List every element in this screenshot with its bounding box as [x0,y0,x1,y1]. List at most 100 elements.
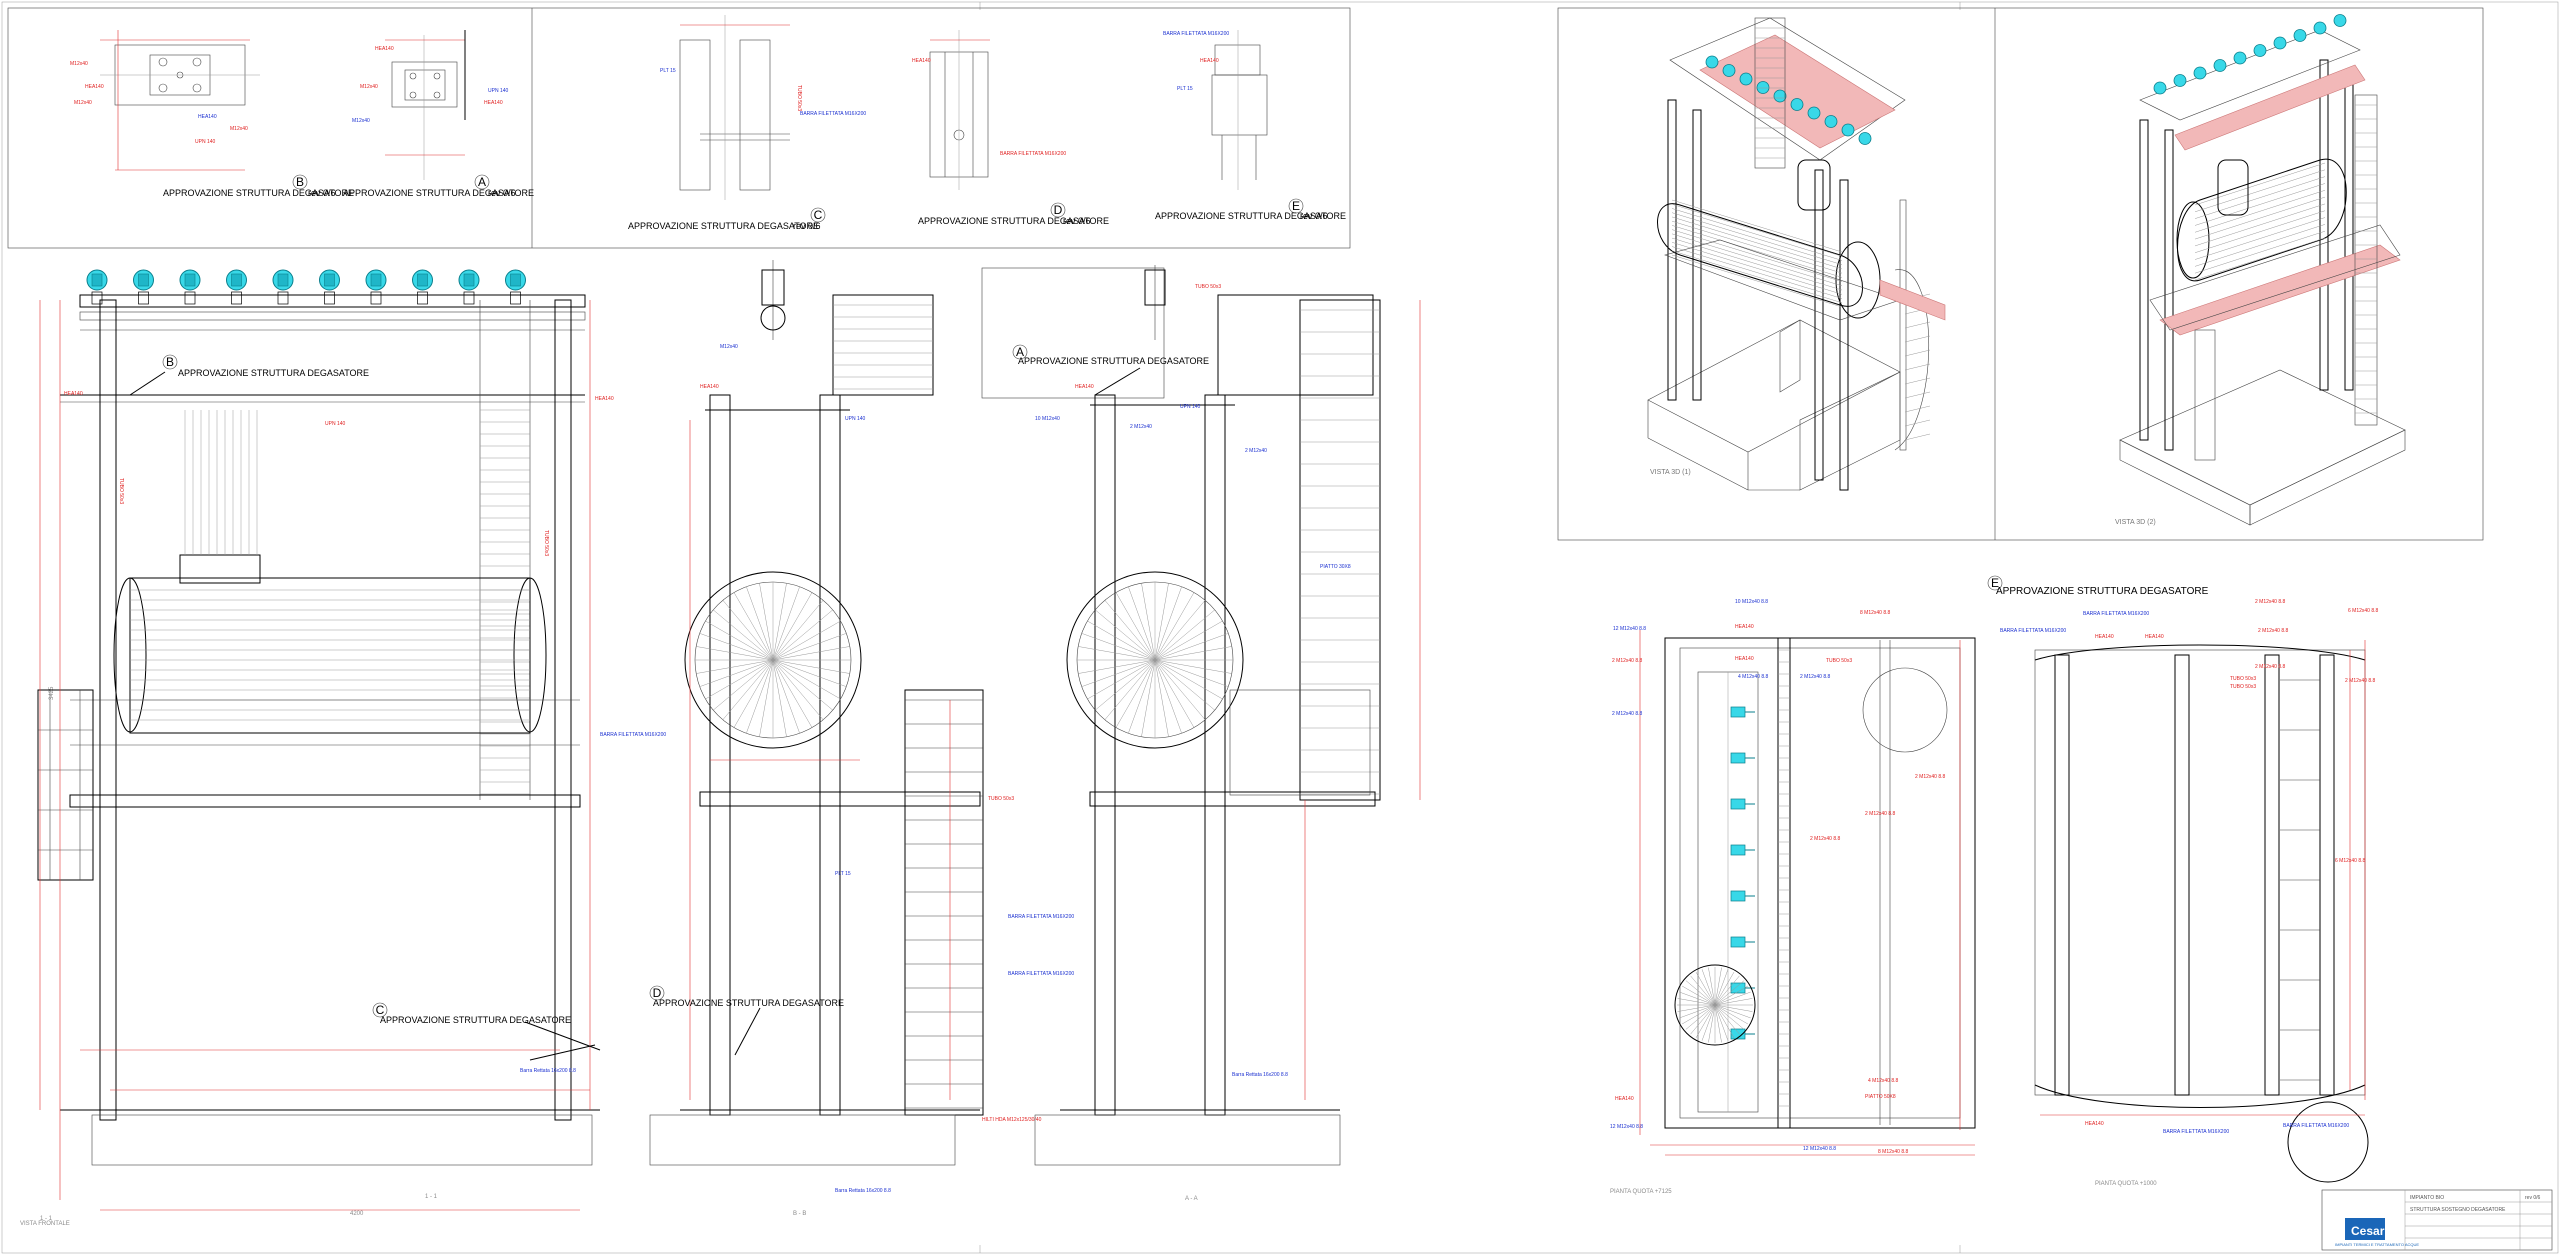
nozzle-body [417,273,428,287]
svg-text:HEA140: HEA140 [700,384,719,390]
nozzle-icon [2313,21,2327,35]
head-spoke [1677,998,1716,1006]
svg-text:2 M12x40 8.8: 2 M12x40 8.8 [1865,811,1896,817]
head-spoke [1104,600,1156,661]
nozzle-icon [2233,51,2247,65]
head-spoke [1714,975,1740,1006]
svg-text:12 M12x40 8.8: 12 M12x40 8.8 [1613,626,1646,632]
vessel-line [2194,196,2326,240]
svg-text:TUBO 50x3: TUBO 50x3 [543,530,549,556]
head-spoke [696,646,774,661]
vessel-line [1671,216,1843,270]
project-name: IMPIANTO BIO [2410,1195,2444,1201]
vessel-line [2194,217,2326,260]
head-spoke [1141,583,1156,661]
head-spoke [1679,991,1716,1006]
side-view-aa: TUBO 50x3 HEA140 2 M12x40 10 M12x40 UPN … [981,265,1421,1202]
front-callout-c-title: APPROVAZIONE STRUTTURA DEGASATORE [380,1015,571,1025]
head-spoke [1115,659,1156,728]
stair-step [1904,391,1931,399]
iso2-label: VISTA 3D (2) [2115,519,2156,526]
nozzle-pipe [463,291,475,305]
svg-text:HEA140: HEA140 [2085,1121,2104,1127]
nozzle-pipe [417,291,428,305]
nozzle-icon [2193,66,2207,80]
svg-text:4 M12x40 8.8: 4 M12x40 8.8 [1868,1078,1899,1084]
side-callout-d-title: APPROVAZIONE STRUTTURA DEGASATORE [653,998,844,1008]
head-spoke [1714,1004,1740,1035]
nozzle-pipe [231,291,242,305]
svg-text:UPN 140: UPN 140 [195,139,216,145]
head-spoke [1714,991,1751,1006]
svg-text:M12x40: M12x40 [74,100,92,106]
stair-step [1904,349,1931,357]
svg-text:2 M12x40: 2 M12x40 [1245,448,1267,454]
svg-text:BARRA FILETTATA M16X200: BARRA FILETTATA M16X200 [2000,628,2066,634]
head-spoke [699,633,774,661]
front-callout-c-letter: C [376,1003,385,1017]
svg-text:8 M12x40 8.8: 8 M12x40 8.8 [1878,1149,1909,1155]
head-spoke [1714,1004,1749,1025]
detail-panel: M12x40 HEA140 M12x40 HEA140 M12x40 UPN 1… [7,7,1351,249]
detail-e-letter: E [1292,199,1300,213]
svg-text:BARRA FILETTATA M16X200: BARRA FILETTATA M16X200 [1000,151,1066,157]
nozzle-icon [1730,844,1746,856]
svg-text:2 M12x40 8.8: 2 M12x40 8.8 [1810,836,1841,842]
svg-text:HEA140: HEA140 [1735,624,1754,630]
drawing-description: STRUTTURA SOSTEGNO DEGASATORE [2410,1207,2506,1213]
front-barra-label: Barra Rettata 16x200 8.8 [520,1068,576,1074]
svg-text:2 M12x40 8.8: 2 M12x40 8.8 [2345,678,2376,684]
svg-text:2 M12x40 8.8: 2 M12x40 8.8 [1612,658,1643,664]
detail-b-rev: rev 0/6 [308,188,336,198]
head-spoke [1681,1004,1716,1025]
head-spoke [1677,1004,1716,1012]
head-spoke [1154,659,1223,700]
head-spoke [1714,1004,1751,1019]
nozzle-icon [1807,106,1821,120]
svg-text:TUBO 50x3: TUBO 50x3 [2230,684,2256,690]
plan-view-2: BARRA FILETTATA M16X200 BARRA FILETTATA … [1987,575,2379,1187]
detail-e-rev: rev 0/6 [1300,211,1328,221]
vessel-line [2194,237,2326,281]
head-spoke [772,659,847,687]
head-spoke [733,592,774,661]
head-spoke [1081,633,1156,661]
head-spoke [1104,659,1156,720]
nozzle-icon [1722,64,1736,77]
detail-d-rev: rev 0/6 [1063,216,1091,226]
head-spoke [772,583,787,661]
head-spoke [1154,646,1232,661]
vessel-line [1671,212,1843,265]
head-spoke [1154,659,1206,720]
detail-a-letter: A [478,175,486,189]
head-spoke [733,659,774,728]
detail-a-rev: rev 0/6 [488,188,516,198]
head-spoke [772,659,850,674]
vessel-line [2194,210,2326,253]
vessel-line [2194,224,2326,267]
head-spoke [772,659,800,734]
head-spoke [696,659,774,674]
svg-text:TUBO 50x3: TUBO 50x3 [796,85,802,111]
svg-text:HEA140: HEA140 [64,391,83,397]
svg-text:1 - 1: 1 - 1 [40,1216,53,1222]
vessel-line [1671,208,1843,261]
head-spoke [1154,620,1223,661]
svg-text:PLT 15: PLT 15 [660,68,676,74]
plan-callout-e-title: APPROVAZIONE STRUTTURA DEGASATORE [1996,586,2209,597]
head-spoke [1154,600,1206,661]
iso-view-1: VISTA 3D (1) [1647,17,1946,491]
svg-text:TUBO 50x3: TUBO 50x3 [118,478,124,504]
svg-text:HEA140: HEA140 [912,58,931,64]
head-spoke [1695,1004,1716,1039]
vessel-line [1671,199,1843,253]
svg-text:10 M12x40 8.8: 10 M12x40 8.8 [1735,599,1768,605]
nozzle-body [510,273,521,287]
svg-text:HEA140: HEA140 [2145,634,2164,640]
head-spoke [722,659,774,720]
svg-text:2 M12x40: 2 M12x40 [1130,424,1152,430]
svg-text:UPN 140: UPN 140 [325,421,346,427]
nozzle-icon [1756,81,1770,94]
